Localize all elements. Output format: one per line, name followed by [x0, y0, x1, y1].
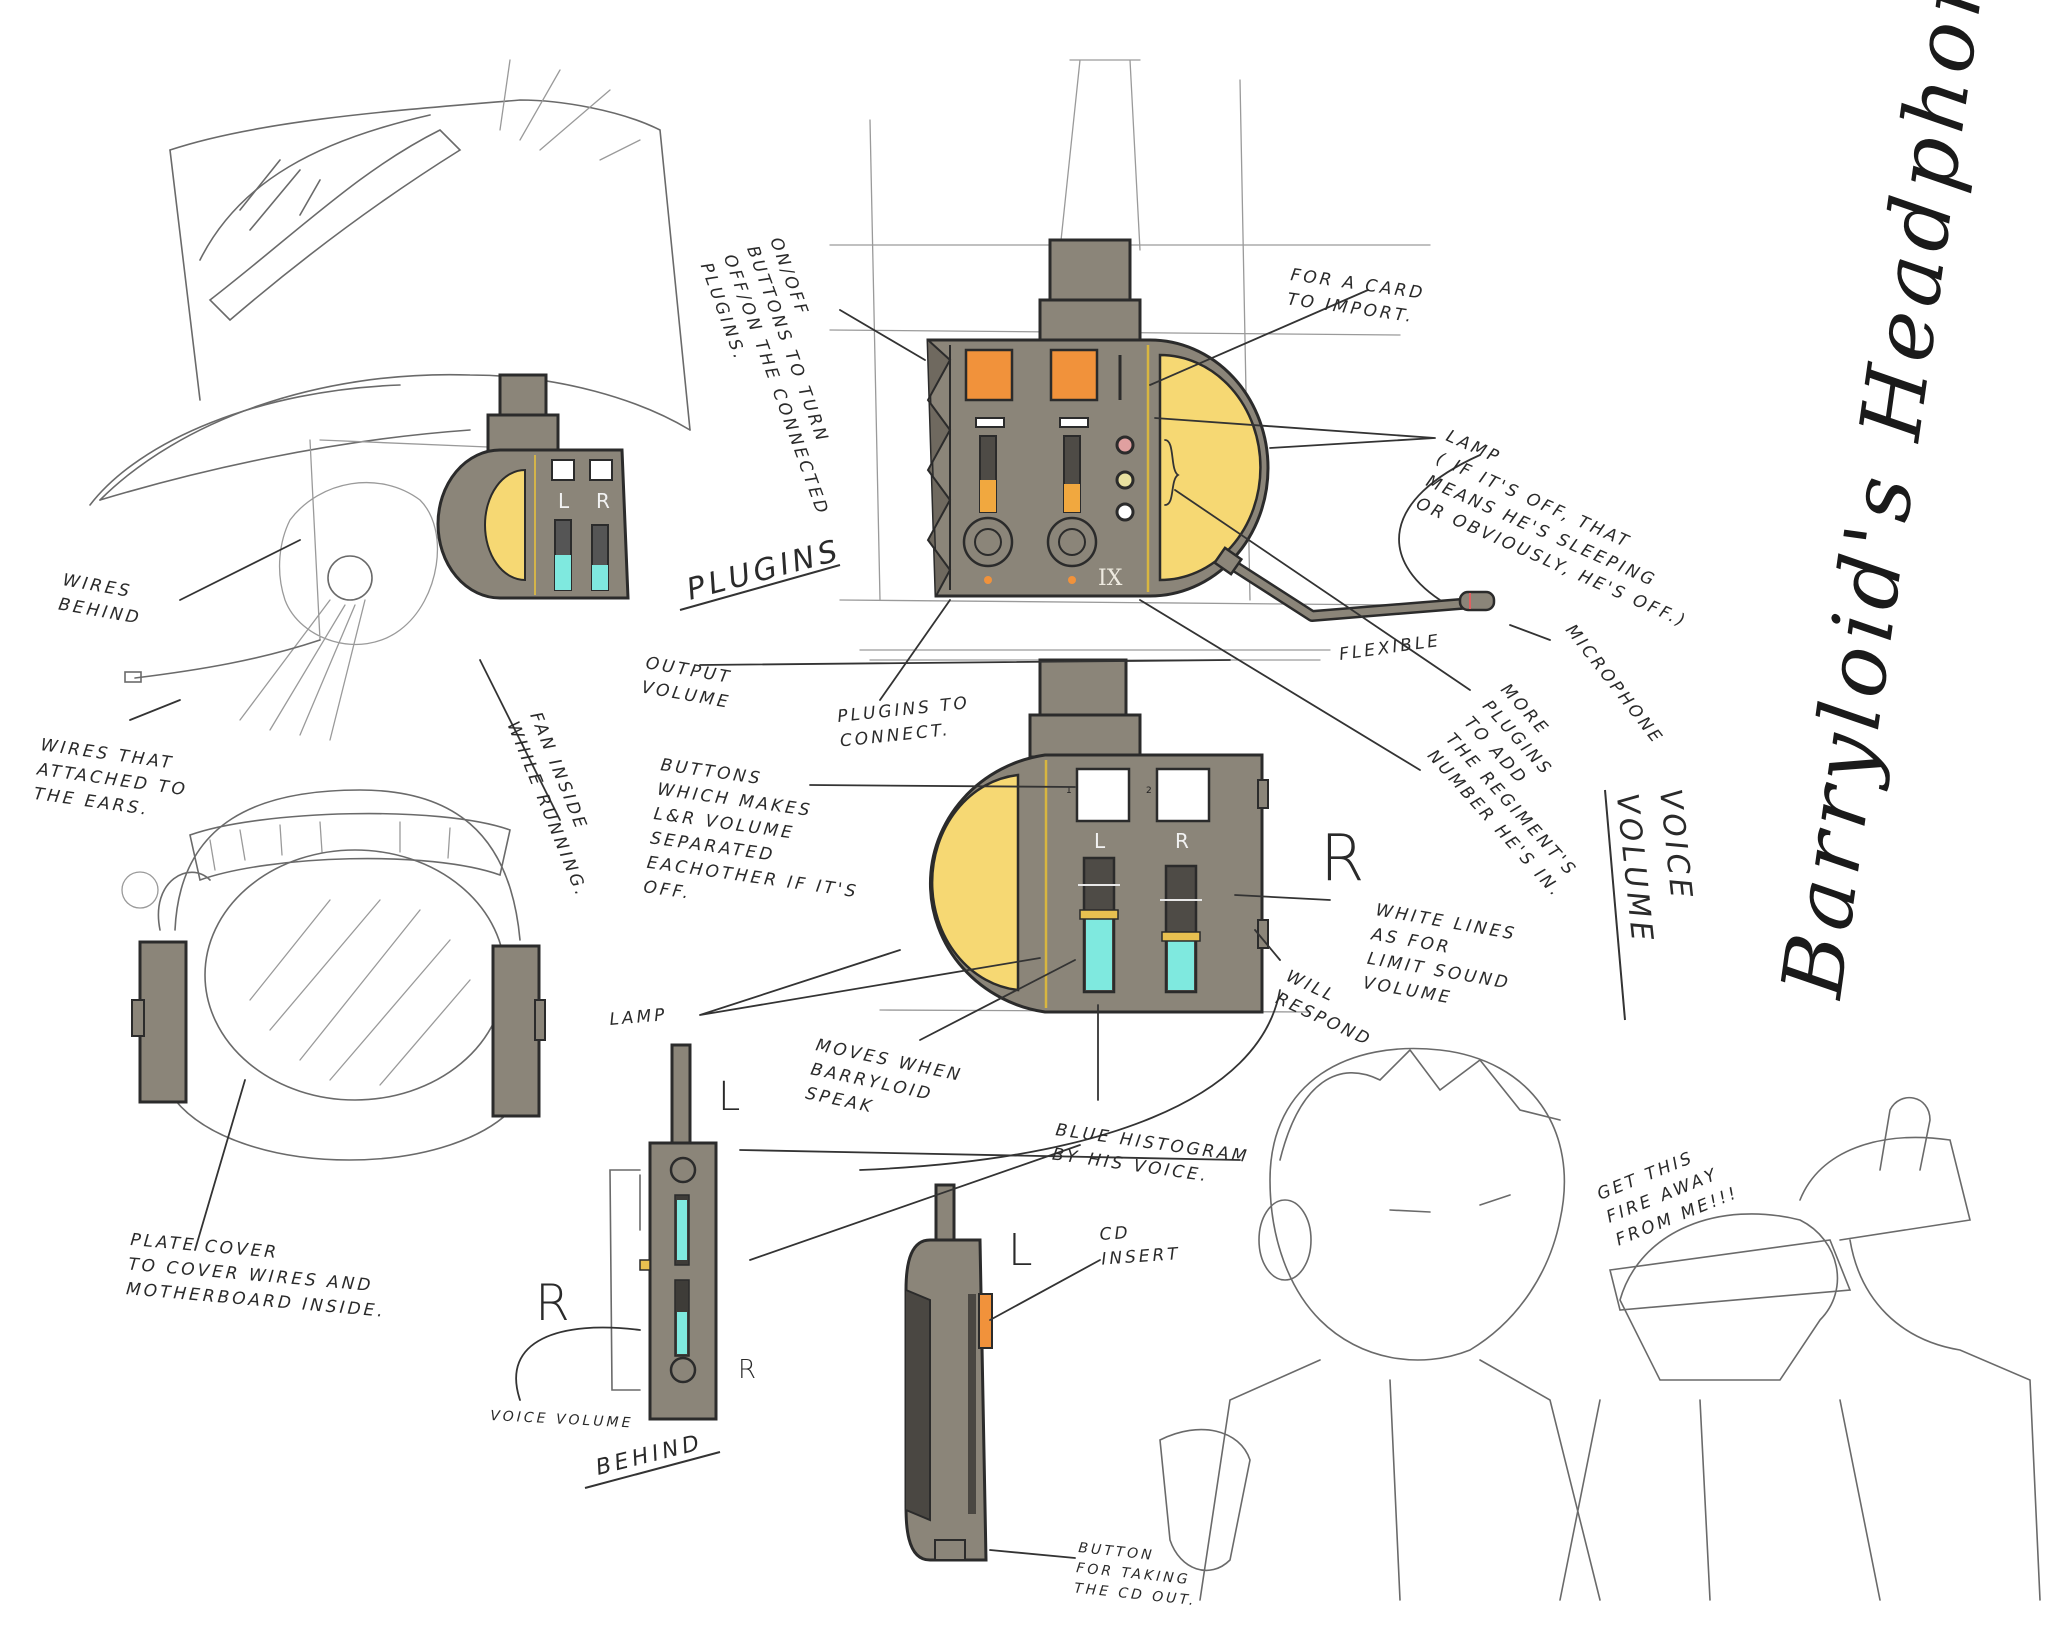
note-on-off-buttons: ON/OFFBUTTONS TO TURNOFF/ON THE CONNECTE… [696, 235, 879, 527]
small-panel-right-label: R [596, 489, 610, 513]
regiment-number-mark: IX [1098, 566, 1123, 591]
lamp [1158, 353, 1262, 582]
right-channel-label: R [1175, 829, 1189, 853]
speech-bubble-text: GET THISFIRE AWAYFROM ME!!! [1594, 1137, 1741, 1250]
note-cd-button: BUTTONFOR TAKINGTHE CD OUT. [1073, 1540, 1201, 1609]
right-volume-histogram [1168, 940, 1194, 990]
note-line: PLUGINS TO [836, 693, 970, 727]
note-line: VOICE [1652, 787, 1699, 903]
note-cd-insert: CDINSERT [1099, 1219, 1181, 1269]
label-l-back: L [718, 1074, 740, 1120]
button-2-mark: 2 [1146, 786, 1152, 796]
helmet-front-sketch [121, 789, 546, 1161]
note-line: OFF. [642, 877, 692, 904]
plugin-button-2 [1049, 348, 1099, 402]
note-line: BUTTON [1078, 1540, 1156, 1564]
back-view-sketch [609, 1043, 718, 1421]
note-moves-when-speak: MOVES WHENBARRYLOIDSPEAK [804, 1035, 965, 1134]
label-r-back-big: R [535, 1274, 570, 1332]
note-voice-volume: VOICEVOLUME [1609, 787, 1703, 946]
note-line: BEHIND [593, 1430, 705, 1481]
left-volume-histogram [1086, 918, 1112, 990]
character-sketches [1159, 1047, 2041, 1601]
lr-split-button-2 [1155, 767, 1211, 823]
note-line: LAMP [609, 1005, 669, 1030]
lr-split-button-1 [1075, 767, 1131, 823]
small-headphone-unit: L R [436, 373, 630, 600]
behind-underline [584, 1451, 721, 1489]
note-output-volume: OUTPUTVOLUME [640, 653, 737, 713]
note-line: CD [1099, 1223, 1131, 1245]
button-1-mark: 1 [1066, 786, 1072, 796]
leader-lines [129, 289, 1551, 1559]
note-white-lines: WHITE LINESAS FORLIMIT SOUNDVOLUME [1360, 900, 1520, 1018]
helmet-sketch [89, 59, 691, 741]
note-plugins-to-connect: PLUGINS TOCONNECT. [836, 693, 973, 751]
note-lr-buttons: BUTTONSWHICH MAKESL&R VOLUMESEPARATEDEAC… [642, 755, 873, 927]
lamp-side [930, 773, 1020, 992]
left-channel-label: L [1094, 829, 1106, 853]
cd-eject-tab [978, 1293, 993, 1349]
note-lamp-side: LAMP [609, 1005, 669, 1030]
small-panel-left-label: L [558, 489, 570, 513]
note-behind: BEHIND [593, 1430, 705, 1481]
note-fan: FAN INSIDEWHILE RUNNING. [503, 709, 615, 900]
note-line: VOICE VOLUME [490, 1408, 634, 1431]
note-wires-behind: WIRESBEHIND [57, 570, 147, 629]
voice-volume-underline [1604, 789, 1626, 1021]
sheet-title: Barryloid's Headphones [1762, 0, 2020, 1005]
note-blue-histogram: BLUE HISTOGRAMBY HIS VOICE. [1051, 1120, 1251, 1191]
microphone-arm [1212, 546, 1496, 622]
note-card-slot: FOR A CARDTO IMPORT. [1286, 265, 1427, 328]
cd-view-sketch [904, 1183, 993, 1562]
note-microphone: MICROPHONE [1561, 621, 1667, 749]
side-panel-sketch: 1 2 L R [869, 658, 1321, 1014]
note-voice-volume-small: VOICE VOLUME [490, 1408, 634, 1431]
plugin-button-1 [964, 348, 1014, 402]
front-panel-sketch: IX [829, 59, 1496, 651]
label-l-cd: L [1008, 1225, 1033, 1276]
note-line: MICROPHONE [1561, 621, 1667, 749]
label-r-side: R [1320, 822, 1364, 896]
note-wires-ears: WIRES THATATTACHED TOTHE EARS. [31, 735, 192, 825]
note-more-plugins: MOREPLUGINSTO ADDTHE REGIMENT'SNUMBER HE… [1423, 680, 1640, 902]
note-line: INSERT [1101, 1244, 1182, 1269]
note-plate-cover: PLATE COVERTO COVER WIRES ANDMOTHERBOARD… [125, 1230, 391, 1322]
plugins-underline [679, 564, 841, 611]
label-r-back-small: R [738, 1355, 756, 1385]
